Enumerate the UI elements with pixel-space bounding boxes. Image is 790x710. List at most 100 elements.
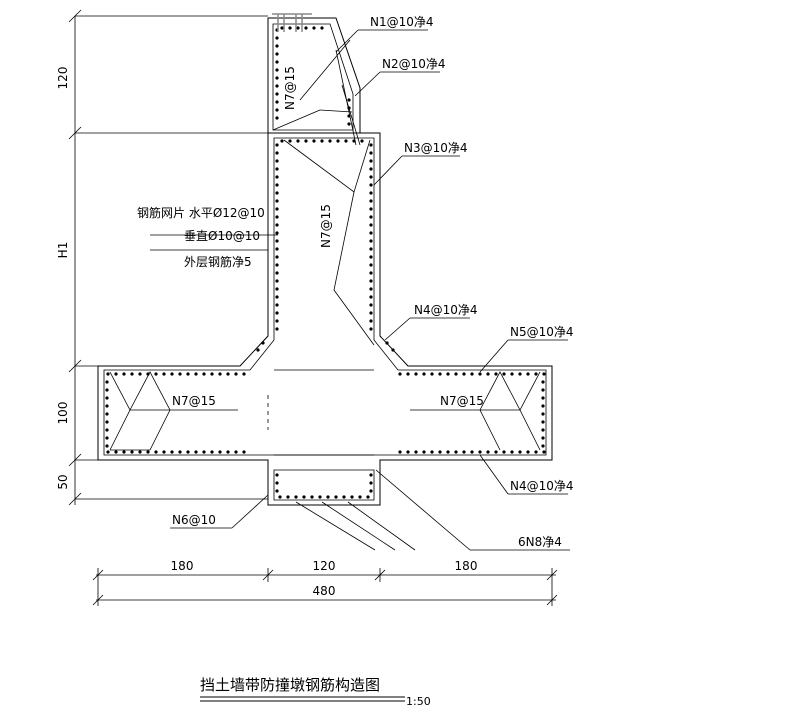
rebar-dot	[438, 372, 442, 376]
rebar-dot	[261, 341, 265, 345]
rebar-dot	[454, 450, 458, 454]
label-n7-right: N7@15	[440, 394, 484, 408]
rebar-dot	[347, 114, 351, 118]
rebar-dot	[369, 191, 373, 195]
rebar-dot	[138, 450, 142, 454]
rebar-dot	[275, 44, 279, 48]
rebar-dot	[304, 26, 308, 30]
rebar-dot	[446, 372, 450, 376]
rebar-dot	[478, 450, 482, 454]
label-n7-left: N7@15	[172, 394, 216, 408]
rebar-dot	[358, 495, 362, 499]
mesh-note-line1: 钢筋网片 水平Ø12@10	[137, 205, 265, 220]
rebar-dot	[105, 388, 109, 392]
rebar-dot	[178, 372, 182, 376]
rebar-dot	[312, 26, 316, 30]
rebar-dot	[486, 372, 490, 376]
rebar-dot	[275, 60, 279, 64]
rebar-dot	[226, 450, 230, 454]
rebar-dot	[369, 271, 373, 275]
vertical-dimension-chain: 120 H1 100 50	[56, 9, 268, 506]
rebar-dot	[275, 223, 279, 227]
rebar-dot	[275, 255, 279, 259]
rebar-dot	[494, 450, 498, 454]
rebar-dot	[510, 450, 514, 454]
rebar-dot	[369, 489, 373, 493]
drawing-scale: 1:50	[406, 695, 431, 708]
dim-footing-height: 100	[56, 402, 70, 425]
rebar-dot	[542, 372, 546, 376]
rebar-dot	[344, 139, 348, 143]
mesh-note-line3: 外层钢筋净5	[184, 254, 252, 269]
rebar-dot	[369, 207, 373, 211]
rebar-dot	[275, 151, 279, 155]
rebar-dot	[369, 223, 373, 227]
rebar-dot	[146, 450, 150, 454]
rebar-dot	[186, 372, 190, 376]
rebar-dot	[312, 139, 316, 143]
rebar-dot	[369, 263, 373, 267]
rebar-dot	[326, 495, 330, 499]
rebar-dot	[369, 473, 373, 477]
rebar-dot	[275, 116, 279, 120]
rail-posts	[272, 13, 312, 32]
rebar-dot	[106, 450, 110, 454]
rebar-dot	[541, 380, 545, 384]
rebar-dot	[210, 450, 214, 454]
rebar-dot	[194, 450, 198, 454]
rebar-dot	[218, 372, 222, 376]
rebar-dot	[280, 26, 284, 30]
rebar-dot	[542, 450, 546, 454]
rebar-dot	[130, 450, 134, 454]
rebar-dot	[105, 412, 109, 416]
rebar-dot	[334, 495, 338, 499]
rebar-dot	[275, 311, 279, 315]
rebar-dot	[130, 372, 134, 376]
rebar-dot	[105, 404, 109, 408]
rebar-dot	[154, 372, 158, 376]
rebar-dot	[541, 396, 545, 400]
rebar-dot	[275, 481, 279, 485]
rebar-dot	[502, 450, 506, 454]
rebar-dot	[226, 372, 230, 376]
rebar-dot	[534, 450, 538, 454]
rebar-dot	[360, 139, 364, 143]
rebar-dot	[275, 175, 279, 179]
rebar-dot	[541, 420, 545, 424]
rebar-dot	[275, 143, 279, 147]
rebar-dot	[398, 372, 402, 376]
rebar-dot	[210, 372, 214, 376]
dim-wall-width: 120	[313, 559, 336, 573]
rebar-dot	[352, 139, 356, 143]
rebar-dot	[478, 372, 482, 376]
rebar-dot	[275, 191, 279, 195]
drawing-title-block: 挡土墙带防撞墩钢筋构造图 1:50	[200, 676, 431, 708]
rebar-dot	[194, 372, 198, 376]
rebar-dot	[106, 372, 110, 376]
rebar-dot	[414, 450, 418, 454]
rebar-dot	[470, 450, 474, 454]
dim-right-flange: 180	[455, 559, 478, 573]
rebar-dot	[234, 372, 238, 376]
label-n6: N6@10	[172, 513, 216, 527]
rebar-dot	[256, 348, 260, 352]
rebar-dot	[336, 139, 340, 143]
rebar-dot	[369, 287, 373, 291]
rebar-dot	[202, 372, 206, 376]
rebar-dot	[369, 175, 373, 179]
rebar-dot	[275, 473, 279, 477]
rebar-dot	[275, 327, 279, 331]
rebar-dot	[366, 495, 370, 499]
rebar-dot	[422, 450, 426, 454]
rebar-dot	[526, 450, 530, 454]
rebar-dot	[138, 372, 142, 376]
rebar-dot	[430, 372, 434, 376]
label-n7-wall: N7@15	[319, 204, 333, 248]
dim-cap-height: 120	[56, 67, 70, 90]
rebar-dot	[275, 199, 279, 203]
rebar-dot	[486, 450, 490, 454]
rebar-dot	[278, 495, 282, 499]
concrete-outline	[97, 17, 553, 506]
label-n3: N3@10净4	[404, 141, 468, 155]
